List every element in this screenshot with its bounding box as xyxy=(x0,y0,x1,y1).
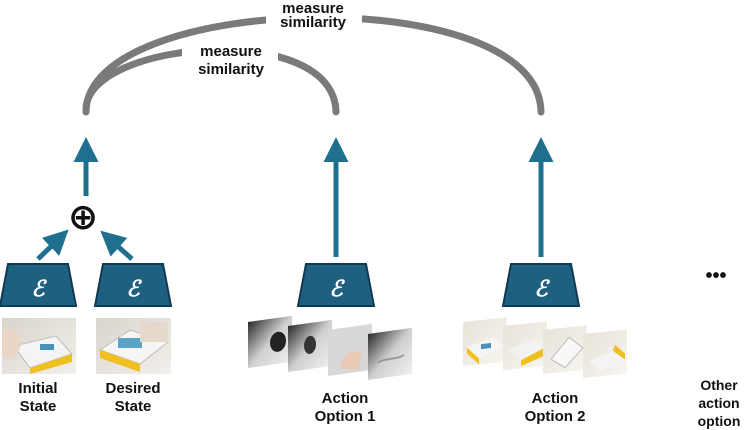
label-action-option-2-line1: Action xyxy=(532,390,579,407)
similarity-arc-outer xyxy=(82,13,545,116)
ellipsis-more-options: ••• xyxy=(705,265,726,287)
label-desired-state-line1: Desired xyxy=(105,380,160,397)
similarity-label-inner-line2: similarity xyxy=(198,61,265,78)
image-strip-action-2 xyxy=(463,317,627,378)
similarity-label-inner-bg xyxy=(182,42,278,76)
encoder-symbol: ℰ xyxy=(329,276,345,302)
similarity-label-outer-bg xyxy=(266,0,362,30)
encoder-initial: ℰ xyxy=(0,263,78,307)
encoder-desired: ℰ xyxy=(93,263,173,307)
label-action-option-2-line2: Option 2 xyxy=(525,408,586,425)
label-other-action-line1: Other xyxy=(700,377,738,393)
similarity-label-inner-line1: measure xyxy=(200,43,262,60)
similarity-label-outer-line2: similarity xyxy=(280,14,347,31)
image-desired-state xyxy=(96,318,171,374)
encoder-symbol: ℰ xyxy=(534,276,550,302)
label-other-action-line2: action xyxy=(698,395,739,411)
label-desired-state-line2: State xyxy=(115,398,152,415)
combine-symbol: ⊕ xyxy=(68,196,98,237)
image-strip-action-1 xyxy=(248,315,412,380)
label-other-action-line3: option xyxy=(698,413,741,429)
label-action-option-1-line1: Action xyxy=(322,390,369,407)
arrow-desired-to-combine xyxy=(100,230,134,261)
similarity-label-outer-line1: measure xyxy=(282,0,344,17)
encoder-symbol: ℰ xyxy=(126,276,142,302)
encoder-action-1: ℰ xyxy=(296,263,376,307)
encoder-action-2: ℰ xyxy=(501,263,581,307)
label-initial-state-line2: State xyxy=(20,398,57,415)
label-action-option-1-line2: Option 1 xyxy=(315,408,376,425)
image-initial-state xyxy=(2,318,76,374)
label-initial-state-line1: Initial xyxy=(18,380,57,397)
encoder-symbol: ℰ xyxy=(31,276,47,302)
arrow-initial-to-combine xyxy=(36,229,69,261)
